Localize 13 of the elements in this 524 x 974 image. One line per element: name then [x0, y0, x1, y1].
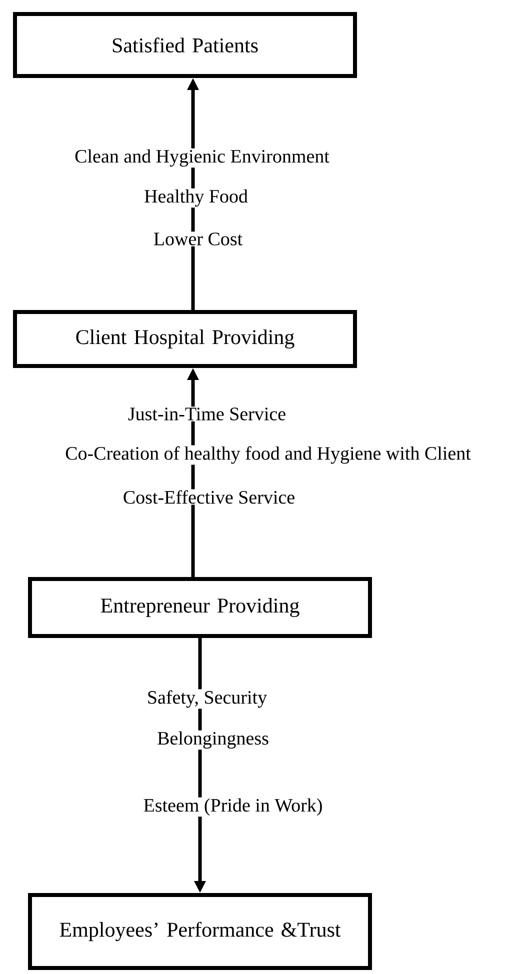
label: Esteem (Pride in Work) [142, 797, 324, 817]
label: Safety, Security [146, 689, 268, 709]
process-box: Client Hospital Providing [13, 310, 357, 368]
process-box: Entrepreneur Providing [28, 577, 372, 638]
label: Co-Creation of healthy food and Hygiene with Client [64, 445, 472, 465]
label: Cost-Effective Service [122, 489, 296, 505]
label: Healthy Food [143, 188, 249, 208]
label: Clean and Hygienic Environment [74, 148, 330, 168]
process-box: Employees’ Performance &Trust [28, 892, 372, 970]
process-box: Satisfied Patients [13, 12, 357, 78]
label: Belongingness [156, 730, 270, 750]
label: Just-in-Time Service [126, 406, 288, 422]
label: Lower Cost [152, 232, 244, 246]
